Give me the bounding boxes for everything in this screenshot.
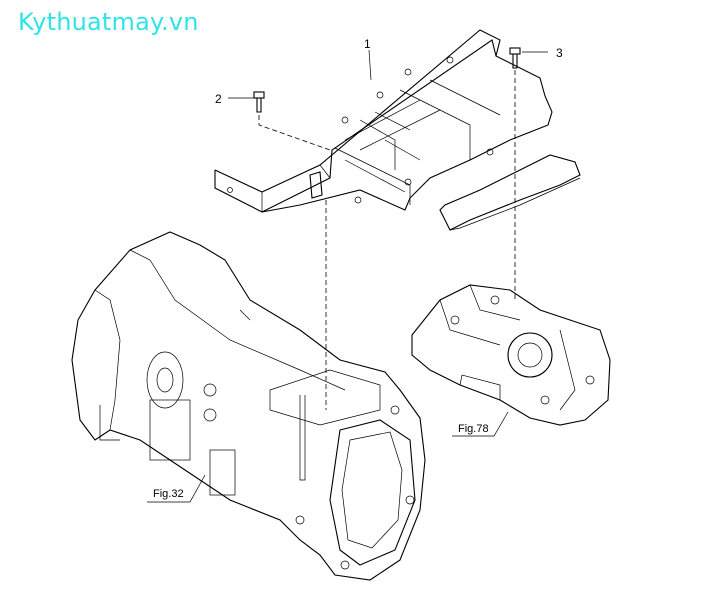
bolt-part-3 (509, 47, 521, 69)
dashed-guide-2 (258, 115, 331, 151)
fig-ref-32: Fig.32 (153, 488, 184, 500)
leader-line-1 (368, 49, 372, 81)
callout-1: 1 (364, 37, 371, 51)
fig32-leader (147, 474, 206, 503)
transmission-housing-fig32 (71, 231, 426, 581)
rear-housing-fig78 (411, 284, 611, 426)
fig-ref-78: Fig.78 (458, 423, 489, 435)
bolt-part-2 (253, 91, 265, 113)
callout-2: 2 (215, 92, 222, 106)
callout-3: 3 (556, 46, 563, 60)
watermark: Kythuatmay.vn (18, 8, 199, 36)
frame-part-1 (214, 29, 581, 231)
fig78-leader (452, 411, 509, 437)
